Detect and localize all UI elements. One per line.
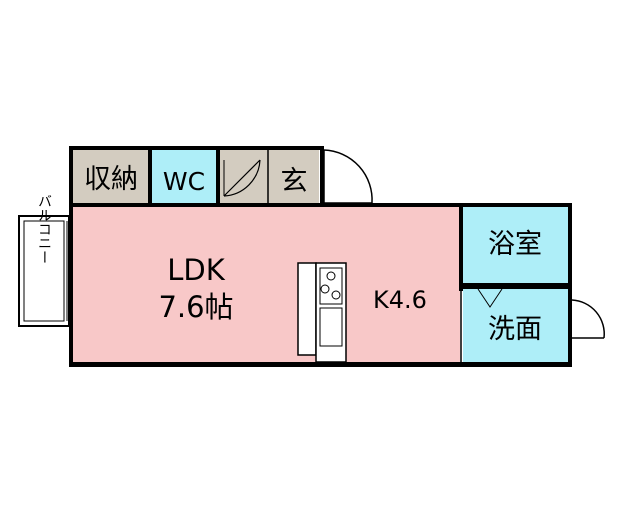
burner-2: [320, 284, 330, 294]
burner-3: [331, 290, 341, 300]
ldk-size-label: 7.6帖: [158, 290, 233, 324]
burner-1: [326, 271, 336, 281]
sink: [319, 307, 343, 347]
entrance-door-swing: [323, 149, 373, 204]
wall-storage-wc: [148, 146, 152, 207]
wall-bath-wash: [459, 283, 568, 289]
kitchen-counter: [297, 262, 317, 356]
toilet-door-swing: [223, 159, 261, 197]
wall-entry-right: [320, 146, 324, 207]
outer-wall-left: [69, 146, 73, 367]
washroom-inner-door: [477, 288, 503, 308]
storage-label: 収納: [84, 164, 138, 195]
balcony: [18, 215, 70, 327]
wall-wc-toilet: [216, 146, 220, 207]
balcony-rail: [23, 220, 65, 322]
outer-wall-right: [568, 203, 572, 367]
entry-floor: [220, 150, 319, 203]
ldk-floor: [73, 207, 460, 362]
wall-rooms-bottom: [69, 203, 324, 207]
wc-floor: [152, 150, 216, 203]
outer-wall-top-rooms: [69, 146, 324, 150]
storage-floor: [73, 150, 148, 203]
balcony-label: バルコニー: [36, 194, 52, 264]
ldk-label: LDK: [167, 253, 225, 287]
bath-label: 浴室: [488, 229, 542, 260]
washroom-door-swing: [571, 299, 605, 339]
washroom-floor: [463, 289, 568, 362]
bath-floor: [463, 207, 568, 283]
washroom-label: 洗面: [488, 314, 542, 345]
wc-label: WC: [163, 167, 205, 196]
outer-wall-top-main: [320, 203, 572, 207]
wall-bath-left: [459, 207, 463, 291]
genkan-label: 玄: [281, 166, 308, 197]
stove: [319, 267, 343, 305]
outer-wall-bottom: [69, 362, 572, 367]
kitchen-label: K4.6: [373, 286, 427, 314]
